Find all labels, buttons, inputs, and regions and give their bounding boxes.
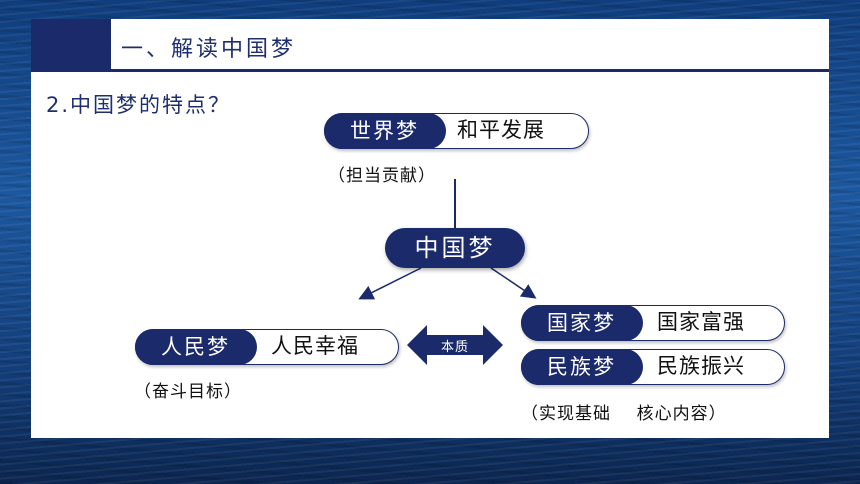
essence-label: 本质	[440, 340, 469, 355]
world-dream-pill: 世界梦 和平发展	[323, 112, 589, 149]
world-dream-note: （担当贡献）	[328, 166, 436, 186]
essence-double-arrow	[407, 325, 503, 365]
slide-panel: 一、解读中国梦 2.中国梦的特点？ 本质 世界梦 和平发展 （担当贡献） 中国梦…	[31, 19, 829, 438]
header-accent-block	[31, 19, 111, 69]
arrow-to-country	[490, 267, 537, 299]
header-divider	[31, 69, 829, 72]
china-dream-node: 中国梦	[385, 228, 525, 268]
world-dream-value: 和平发展	[457, 118, 545, 142]
people-dream-pill: 人民梦 人民幸福	[134, 328, 399, 365]
question-subtitle: 2.中国梦的特点？	[46, 93, 232, 117]
connector-lines	[358, 179, 537, 365]
right-dreams-note: （实现基础 核心内容）	[521, 404, 727, 424]
arrow-to-people	[358, 267, 422, 300]
people-dream-note: （奋斗目标）	[134, 382, 242, 402]
country-dream-pill: 国家梦 国家富强	[520, 304, 785, 341]
world-dream-label: 世界梦	[323, 112, 446, 149]
section-title: 一、解读中国梦	[121, 37, 297, 62]
country-dream-label: 国家梦	[520, 304, 643, 341]
nation-dream-label: 民族梦	[520, 348, 643, 385]
nation-dream-pill: 民族梦 民族振兴	[520, 348, 785, 385]
people-dream-value: 人民幸福	[271, 334, 359, 358]
nation-dream-value: 民族振兴	[657, 354, 745, 378]
people-dream-label: 人民梦	[134, 328, 257, 365]
country-dream-value: 国家富强	[657, 310, 745, 334]
